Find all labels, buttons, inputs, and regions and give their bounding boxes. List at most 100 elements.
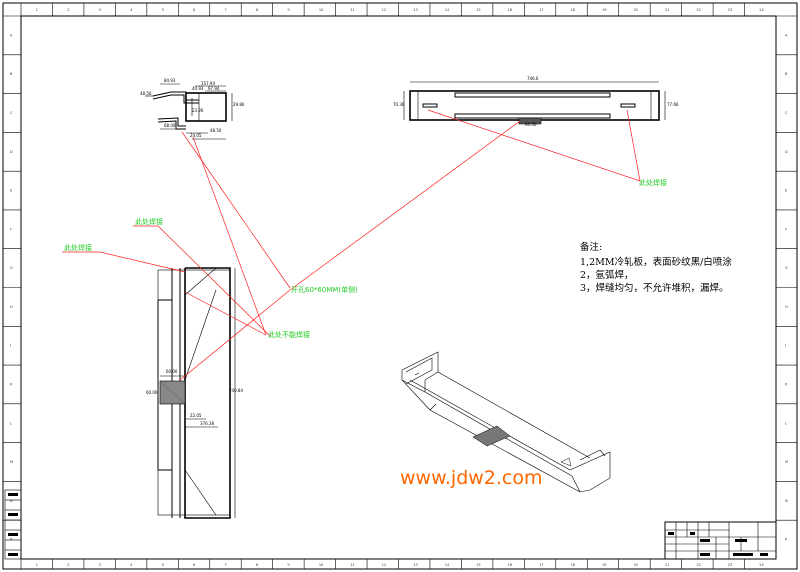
dim-23-26: 23.26 (192, 108, 204, 113)
title-block (664, 521, 777, 560)
zone-col-label: 22 (696, 563, 700, 567)
zone-row-label: J (9, 344, 11, 348)
zone-row-label: L (10, 421, 12, 425)
zone-col-label: 10 (319, 8, 323, 12)
zone-col-label: 3 (99, 563, 101, 567)
zone-row-label: E (10, 189, 12, 193)
dim-40-93: 40.93 (192, 86, 204, 91)
zone-row-label: H (785, 305, 788, 309)
zone-col-label: 3 (99, 8, 101, 12)
dim-48-50: 48.50 (210, 128, 222, 133)
zone-col-label: 12 (382, 563, 386, 567)
zone-col-label: 22 (696, 8, 700, 12)
zone-col-label: 20 (633, 8, 637, 12)
zone-row-label: P (785, 538, 787, 542)
zone-row-label: C (10, 111, 13, 115)
zone-col-label: 6 (193, 563, 195, 567)
zone-col-label: 5 (162, 563, 164, 567)
zone-col-label: 19 (602, 563, 606, 567)
zone-col-label: 11 (350, 563, 354, 567)
zone-row-label: D (785, 150, 788, 154)
callout-no-weld: 此处不能焊接 (268, 330, 310, 339)
zone-col-label: 24 (759, 563, 764, 567)
dim-overall-length: 746.6 (527, 76, 539, 81)
zone-col-label: 13 (413, 563, 417, 567)
zone-row-label: B (785, 72, 788, 76)
zone-row-label: F (785, 227, 787, 231)
zone-col-label: 16 (508, 563, 512, 567)
zone-row-label: N (10, 499, 13, 503)
zone-row-label: G (10, 266, 13, 270)
zone-col-label: 1 (36, 8, 38, 12)
zone-col-label: 23 (728, 8, 732, 12)
zone-col-label: 18 (571, 8, 575, 12)
dim-97-94: 97.94 (208, 86, 220, 91)
zone-row-label: G (785, 266, 788, 270)
watermark: www.jdw2.com (400, 467, 543, 489)
dim-height: 740.84 (229, 388, 243, 393)
zone-col-label: 14 (445, 8, 450, 12)
dim-b: 376.38 (200, 421, 214, 426)
zone-col-label: 13 (413, 8, 417, 12)
zone-col-label: 19 (602, 8, 606, 12)
dim-48-50-left: 48.50 (140, 91, 152, 96)
zone-col-label: 18 (571, 563, 575, 567)
zone-col-label: 17 (539, 8, 543, 12)
zone-col-label: 14 (445, 563, 450, 567)
zone-row-label: K (10, 382, 13, 386)
zone-row-label: P (10, 538, 12, 542)
zone-col-label: 24 (759, 8, 764, 12)
side-view: 740.84 60.00 60.00 22.05 376.38 (146, 267, 243, 519)
dim-right-height: 77.66 (667, 102, 679, 107)
zone-row-label: C (785, 111, 788, 115)
zone-col-label: 2 (67, 8, 69, 12)
zone-row-label: L (785, 421, 787, 425)
zone-row-label: D (10, 150, 13, 154)
zone-col-label: 10 (319, 563, 323, 567)
zone-row-label: J (784, 344, 786, 348)
dim-157-94: 157.94 (201, 81, 215, 86)
zone-col-label: 7 (224, 8, 226, 12)
dim-left-height: 70.36 (393, 102, 405, 107)
left-margin-boxes (4, 489, 22, 560)
zone-col-label: 15 (476, 8, 480, 12)
callout-weld-right: 此处焊接 (639, 178, 667, 187)
zone-ticks: 1122334455667788991010111112121313141415… (3, 3, 797, 569)
dim-84-93: 84.93 (164, 78, 176, 83)
zone-col-label: 21 (665, 563, 669, 567)
zone-col-label: 9 (287, 8, 289, 12)
zone-col-label: 6 (193, 8, 195, 12)
dim-square-width: 60.00 (166, 369, 178, 374)
zone-col-label: 7 (224, 563, 226, 567)
zone-row-label: E (785, 189, 787, 193)
note-1: 1,2MM冷轧板，表面砂纹黑/白喷涂 (580, 256, 732, 268)
dim-24-05: 24.05 (190, 133, 202, 138)
zone-col-label: 15 (476, 563, 480, 567)
callout-weld-top: 此处焊接 (135, 217, 163, 226)
zone-col-label: 5 (162, 8, 164, 12)
zone-col-label: 9 (287, 563, 289, 567)
zone-row-label: N (785, 499, 788, 503)
dim-68-00: 68.00 (164, 123, 176, 128)
zone-col-label: 2 (67, 563, 69, 567)
zone-col-label: 8 (256, 8, 258, 12)
callout-leaders (62, 109, 641, 381)
zone-row-label: F (10, 227, 12, 231)
section-view: 84.93 157.94 40.93 97.94 29.86 48.50 23.… (140, 78, 245, 140)
zone-row-label: H (10, 305, 13, 309)
zone-col-label: 4 (130, 8, 133, 12)
zone-row-label: M (785, 460, 788, 464)
dim-square-height: 60.00 (146, 390, 158, 395)
zone-col-label: 4 (130, 563, 133, 567)
isometric-view (401, 351, 611, 493)
zone-row-label: A (10, 33, 13, 37)
zone-col-label: 11 (350, 8, 354, 12)
zone-col-label: 20 (633, 563, 637, 567)
zone-row-label: M (10, 460, 13, 464)
dim-slot: 60.00 (525, 122, 537, 127)
zone-col-label: 1 (36, 563, 38, 567)
notes-title: 备注: (580, 241, 602, 253)
note-2: 2，氩弧焊， (580, 269, 634, 281)
